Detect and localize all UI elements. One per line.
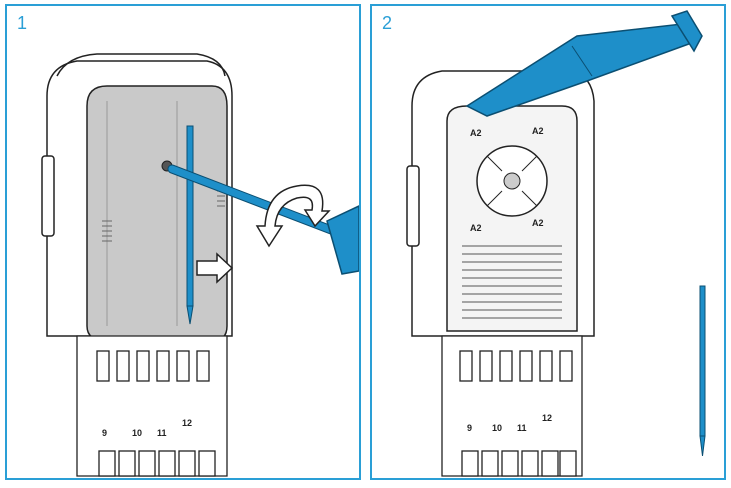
step-number: 1 <box>17 13 28 33</box>
cable-port-section <box>441 335 583 477</box>
hinge-pin <box>186 125 194 325</box>
cable-port-section <box>76 335 228 477</box>
fiber-splice-rows <box>462 245 562 319</box>
rotate-arrow-icon <box>255 184 331 248</box>
hinge-pin <box>699 285 706 457</box>
splice-tray: A2 A2 A2 A2 <box>446 105 578 332</box>
port-label: 10 <box>492 423 502 433</box>
port-label: 11 <box>517 423 527 433</box>
port-label: 10 <box>132 428 142 438</box>
step-1-panel: 1 <box>5 4 361 480</box>
port-label: 9 <box>102 428 107 438</box>
step-1-illustration: 9 10 11 12 <box>41 53 359 477</box>
step-2-illustration: A2 A2 A2 A2 <box>406 10 706 477</box>
pull-out-arrow-icon <box>196 252 234 284</box>
tray-label: A2 <box>470 128 482 138</box>
screwdriver-tool <box>167 164 359 275</box>
port-label: 12 <box>182 418 192 428</box>
opened-tray-lid <box>465 10 703 117</box>
port-label: 11 <box>157 428 167 438</box>
tray-label: A2 <box>532 126 544 136</box>
splice-tray-cover <box>86 85 228 342</box>
port-number-labels: 9 10 11 12 <box>467 413 552 433</box>
port-number-labels: 9 10 11 12 <box>102 418 192 438</box>
tray-label: A2 <box>532 218 544 228</box>
step-number: 2 <box>382 13 393 33</box>
port-label: 9 <box>467 423 472 433</box>
tray-label: A2 <box>470 223 482 233</box>
port-label: 12 <box>542 413 552 423</box>
step-2-panel: 2 A2 A2 A2 A2 <box>370 4 726 480</box>
